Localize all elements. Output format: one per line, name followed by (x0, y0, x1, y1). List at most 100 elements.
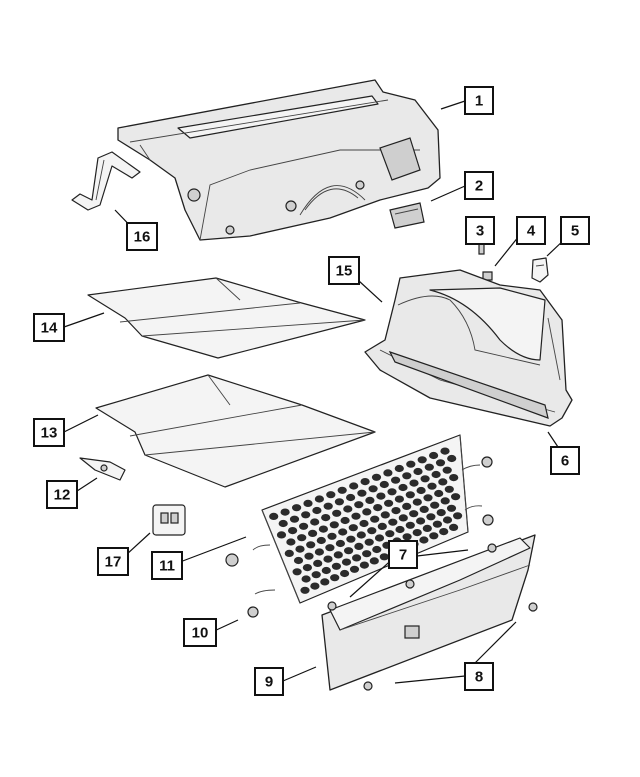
callout-label: 2 (475, 178, 483, 195)
net-cell (278, 519, 288, 528)
callout-label: 5 (571, 223, 579, 240)
net-cell (340, 516, 350, 525)
net-cell (416, 517, 426, 525)
net-cell (447, 454, 457, 463)
net-cell (446, 504, 457, 512)
net-cell (323, 555, 333, 563)
net-cell (376, 492, 386, 500)
net-cell (284, 549, 294, 558)
pin-part (478, 243, 485, 255)
net-cell (370, 515, 380, 523)
callout-15: 15 (328, 256, 360, 285)
trunk-lid-liner-part (117, 79, 441, 241)
callout-8: 8 (464, 662, 494, 691)
callout-11: 11 (151, 551, 183, 580)
callout-labels: 1 2 3 4 5 6 7 8 9 10 11 12 13 14 15 16 1… (33, 86, 590, 696)
callout-1: 1 (464, 86, 494, 115)
net-cell (427, 482, 437, 490)
net-cell (318, 525, 328, 533)
net-cell (374, 534, 385, 542)
net-cell (337, 486, 347, 494)
net-cell (405, 521, 415, 529)
net-cell (402, 533, 412, 541)
fasteners (225, 456, 538, 691)
net-cell (388, 518, 398, 526)
net-cell (436, 508, 446, 517)
net-cell (314, 548, 324, 556)
sill-plate-part (321, 534, 536, 691)
net-cell (293, 556, 304, 565)
hook-part (531, 257, 549, 283)
net-cell (398, 514, 408, 522)
callout-2: 2 (464, 171, 494, 200)
net-cell (429, 451, 439, 460)
net-cell (289, 515, 300, 523)
net-cell (302, 564, 312, 572)
net-cell (292, 568, 302, 576)
net-cell (416, 486, 426, 495)
net-cell (440, 497, 450, 505)
net-cell (346, 535, 356, 543)
callout-13: 13 (33, 418, 65, 447)
net-cell (320, 578, 330, 586)
net-cell (292, 504, 302, 512)
net-cell (326, 491, 336, 499)
net-cell (417, 456, 427, 464)
callout-label: 1 (475, 93, 483, 110)
net-cell (377, 522, 387, 531)
net-cell (444, 485, 454, 493)
callout-label: 10 (192, 625, 209, 642)
net-cell (362, 508, 372, 516)
net-cell (412, 498, 422, 506)
callout-7: 7 (388, 540, 418, 569)
net-cell (335, 539, 345, 548)
net-cell (409, 510, 419, 518)
hinge-cover-part (71, 151, 141, 211)
net-cell (430, 501, 440, 509)
net-cell (311, 571, 321, 579)
net-cell (288, 527, 298, 535)
net-cell (384, 499, 394, 507)
net-cell (323, 502, 333, 510)
net-cell (449, 523, 459, 532)
net-cell (331, 562, 341, 570)
callout-12: 12 (46, 480, 78, 509)
callout-label: 8 (475, 669, 483, 686)
callout-label: 13 (41, 425, 58, 442)
net-cell (269, 512, 279, 521)
net-cell (348, 524, 358, 532)
net-cell (356, 531, 366, 539)
net-cell (276, 531, 287, 539)
callout-9: 9 (254, 667, 284, 696)
callout-label: 9 (265, 674, 273, 691)
net-cell (419, 505, 429, 513)
net-cell (383, 469, 393, 477)
net-cell (379, 553, 389, 561)
callout-label: 14 (41, 320, 58, 337)
net-cell (304, 552, 314, 560)
net-cell (340, 569, 350, 578)
net-cell (432, 520, 442, 528)
callout-label: 15 (336, 263, 353, 280)
net-cell (360, 478, 370, 486)
net-cell (321, 514, 331, 522)
net-cell (297, 534, 307, 542)
net-cell (394, 464, 404, 473)
callout-label: 11 (159, 558, 175, 575)
net-cell (349, 565, 360, 573)
net-cell (338, 528, 348, 536)
net-cell (280, 508, 290, 516)
callout-6: 6 (550, 446, 580, 475)
net-cell (419, 536, 429, 544)
net-cell (332, 509, 342, 517)
bracket-part (389, 202, 425, 229)
net-cell (359, 519, 369, 528)
callout-label: 17 (105, 554, 122, 571)
callout-label: 16 (134, 229, 151, 246)
net-cell (398, 483, 408, 492)
net-cell (453, 512, 463, 520)
callout-label: 7 (399, 547, 407, 564)
net-cell (333, 551, 343, 559)
net-cell (451, 493, 461, 501)
net-cell (368, 485, 378, 493)
